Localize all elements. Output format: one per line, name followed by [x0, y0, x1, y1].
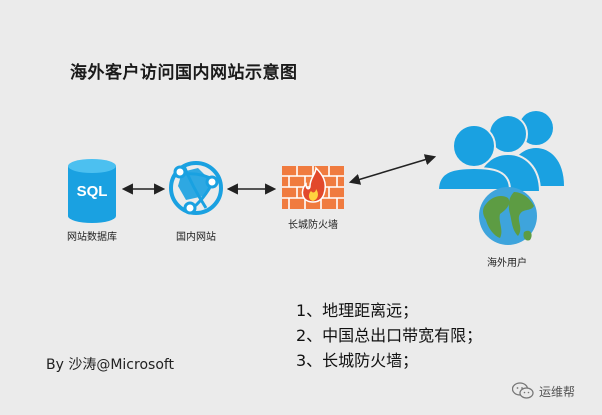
connector-firewall-users — [348, 154, 437, 185]
reason-item: 3、长城防火墙； — [296, 351, 419, 370]
reason-item: 1、地理距离远； — [296, 301, 419, 320]
users-label: 海外用户 — [487, 258, 527, 269]
reasons-list: 1、地理距离远； 2、中国总出口带宽有限； 3、长城防火墙； — [296, 298, 482, 373]
database-label: 网站数据库 — [67, 232, 117, 243]
brand-watermark: 运维帮 — [512, 382, 575, 400]
brand-name: 运维帮 — [539, 384, 576, 399]
users-group-icon — [436, 111, 564, 193]
wechat-icon — [512, 382, 534, 399]
website-label: 国内网站 — [176, 232, 216, 243]
sql-badge: SQL — [77, 183, 108, 200]
reason-item: 2、中国总出口带宽有限； — [296, 326, 483, 345]
firewall-icon — [282, 166, 344, 209]
database-icon: SQL — [68, 159, 116, 223]
website-globe-icon — [169, 161, 223, 215]
earth-globe-icon — [479, 187, 537, 245]
author-credit: By 沙涛@Microsoft — [46, 357, 175, 373]
diagram-title: 海外客户访问国内网站示意图 — [70, 63, 298, 83]
firewall-label: 长城防火墙 — [288, 220, 338, 231]
